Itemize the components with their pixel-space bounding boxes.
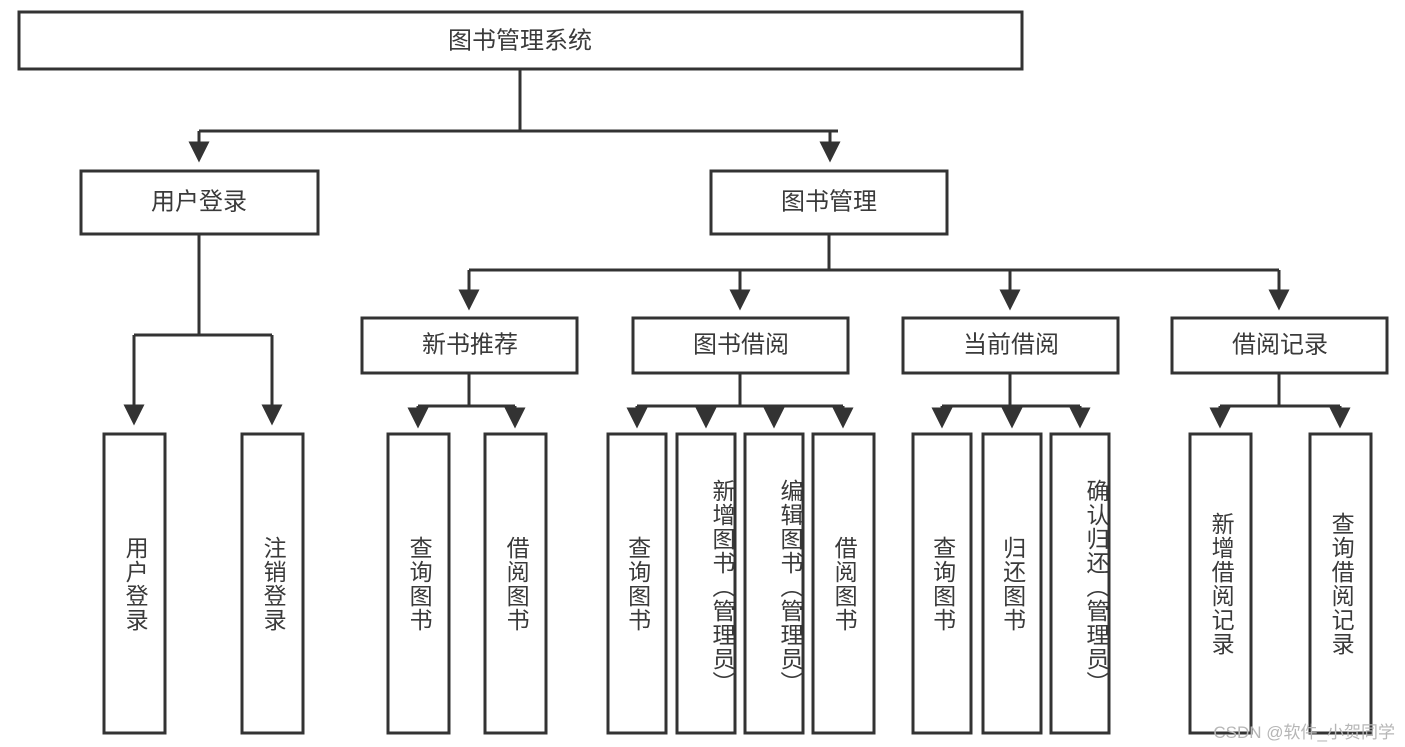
node-root[interactable]: 图书管理系统 [17, 10, 1024, 71]
node-leaf-query-book-new[interactable] [386, 432, 451, 735]
node-leaf-query-book-current[interactable] [911, 432, 973, 735]
connector-current-borrow-to-leaves [931, 373, 1091, 429]
node-leaf-logout[interactable] [240, 432, 305, 735]
node-new-book-recommend[interactable]: 新书推荐 [360, 316, 579, 375]
connector-borrow-record-to-leaves [1209, 373, 1351, 429]
node-root-label: 图书管理系统 [448, 27, 592, 54]
node-new-book-recommend-label: 新书推荐 [422, 331, 518, 358]
leaf-boxes [102, 432, 1373, 735]
node-leaf-query-borrow-record[interactable] [1308, 432, 1373, 735]
connector-root-to-level2 [188, 69, 841, 163]
node-book-management[interactable]: 图书管理 [709, 169, 949, 236]
connector-new-book-recommend-to-leaves [407, 373, 526, 429]
node-book-management-label: 图书管理 [781, 188, 877, 215]
connector-book-management-to-level3 [458, 234, 1290, 311]
node-leaf-borrow-book[interactable] [811, 432, 876, 735]
node-user-login-label: 用户登录 [151, 188, 247, 215]
node-current-borrow-label: 当前借阅 [963, 331, 1059, 358]
node-user-login[interactable]: 用户登录 [79, 169, 320, 236]
node-leaf-add-book-admin[interactable] [675, 432, 737, 735]
node-leaf-confirm-return-admin[interactable] [1049, 432, 1111, 735]
node-borrow-record-label: 借阅记录 [1232, 331, 1328, 358]
connector-book-borrow-to-leaves [626, 373, 854, 429]
node-leaf-edit-book-admin[interactable] [743, 432, 805, 735]
watermark-text: CSDN @软件_小贺同学 [1213, 723, 1395, 742]
node-current-borrow[interactable]: 当前借阅 [901, 316, 1120, 375]
node-leaf-return-book[interactable] [981, 432, 1043, 735]
node-leaf-query-book-borrow[interactable] [606, 432, 668, 735]
node-leaf-add-borrow-record[interactable] [1188, 432, 1253, 735]
node-leaf-user-login[interactable] [102, 432, 167, 735]
connector-user-login-to-leaves [123, 234, 283, 426]
node-borrow-record[interactable]: 借阅记录 [1170, 316, 1389, 375]
node-leaf-borrow-book-new[interactable] [483, 432, 548, 735]
node-book-borrow[interactable]: 图书借阅 [631, 316, 850, 375]
node-book-borrow-label: 图书借阅 [693, 331, 789, 358]
